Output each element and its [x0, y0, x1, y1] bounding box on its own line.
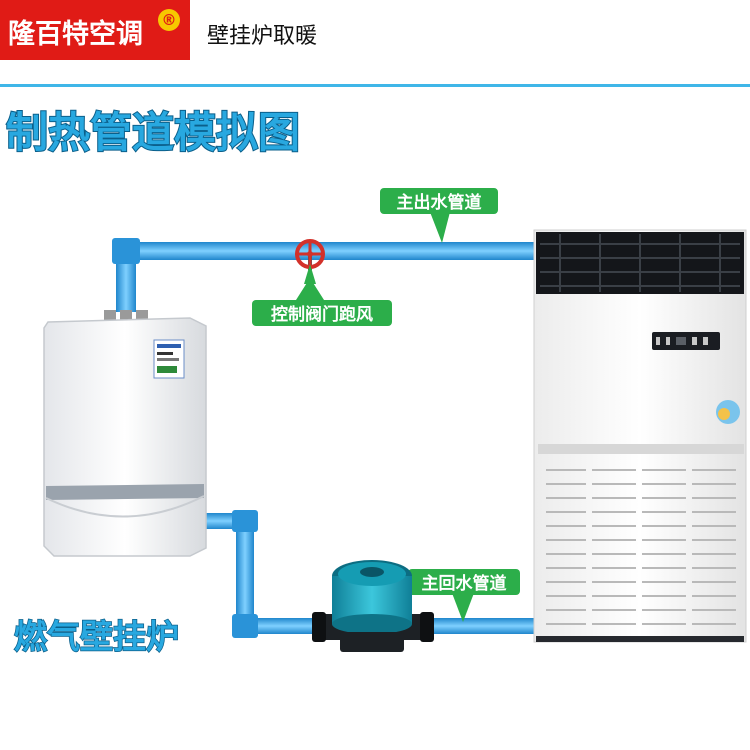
svg-text:主出水管道: 主出水管道	[397, 192, 482, 213]
svg-text:主回水管道: 主回水管道	[422, 573, 507, 594]
heating-pipe-diagram: 制热管道模拟图 主出水管道 控制阀门跑风 主回水管道	[0, 88, 750, 750]
brand-logo[interactable]: 隆百特空调 ®	[0, 0, 190, 60]
main-outlet-label: 主出水管道	[380, 188, 498, 243]
header-divider	[0, 84, 750, 87]
valve-label: 控制阀门跑风	[252, 264, 392, 326]
air-handler-unit-icon	[534, 230, 746, 642]
gas-boiler-icon	[44, 310, 206, 556]
page-title: 壁挂炉取暖	[207, 18, 317, 50]
page-header: 隆百特空调 ® 壁挂炉取暖	[0, 0, 750, 66]
diagram-title: 制热管道模拟图	[6, 108, 300, 157]
registered-mark-icon: ®	[158, 9, 180, 31]
brand-logo-text: 隆百特空调	[8, 12, 143, 51]
boiler-label: 燃气壁挂炉	[14, 617, 179, 656]
svg-text:控制阀门跑风: 控制阀门跑风	[271, 304, 373, 325]
